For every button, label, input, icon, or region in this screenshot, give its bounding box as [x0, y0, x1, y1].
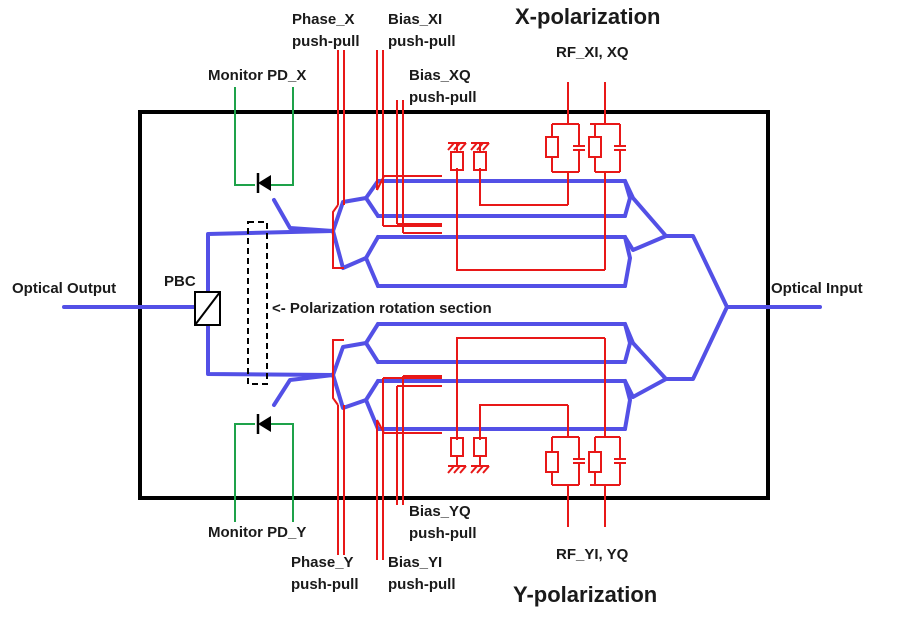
monitor-pd-y-label: Monitor PD_Y: [208, 524, 306, 541]
bias-yq-electrode: [396, 375, 442, 505]
phase-y-label: Phase_Y: [291, 554, 354, 571]
monitor-pd-x-label: Monitor PD_X: [208, 67, 306, 84]
optical-output-label: Optical Output: [12, 280, 116, 297]
rf-x-label: RF_XI, XQ: [556, 44, 629, 61]
optical-input-label: Optical Input: [771, 280, 863, 297]
bias-xi-label-2: push-pull: [388, 33, 456, 50]
phase-y-electrode: [332, 339, 345, 555]
phase-y-label-2: push-pull: [291, 576, 359, 593]
monitor-pd-y: [234, 414, 294, 522]
pbc-label: PBC: [164, 273, 196, 290]
rf-y-electrode: [447, 337, 627, 527]
optical-waveguides: [62, 179, 822, 431]
polarization-rotation-box: [247, 221, 268, 385]
phase-x-label-2: push-pull: [292, 33, 360, 50]
bias-yi-label: Bias_YI: [388, 554, 442, 571]
pbc-component: [194, 291, 221, 326]
bias-xq-electrode: [396, 100, 442, 234]
y-polarization-title: Y-polarization: [513, 582, 657, 607]
bias-yi-electrode: [376, 377, 442, 560]
polarization-rotation-label: <- Polarization rotation section: [272, 300, 492, 317]
bias-xi-electrode: [376, 50, 442, 227]
bias-yq-label: Bias_YQ: [409, 503, 471, 520]
rf-y-label: RF_YI, YQ: [556, 546, 629, 563]
phase-x-label: Phase_X: [292, 11, 355, 28]
bias-xi-label: Bias_XI: [388, 11, 442, 28]
x-polarization-title: X-polarization: [515, 4, 660, 29]
bias-yq-label-2: push-pull: [409, 525, 477, 542]
bias-yi-label-2: push-pull: [388, 576, 456, 593]
bias-xq-label-2: push-pull: [409, 89, 477, 106]
monitor-pd-x: [234, 87, 294, 193]
bias-xq-label: Bias_XQ: [409, 67, 471, 84]
rf-x-electrode: [447, 82, 627, 271]
phase-x-electrode: [332, 50, 345, 269]
